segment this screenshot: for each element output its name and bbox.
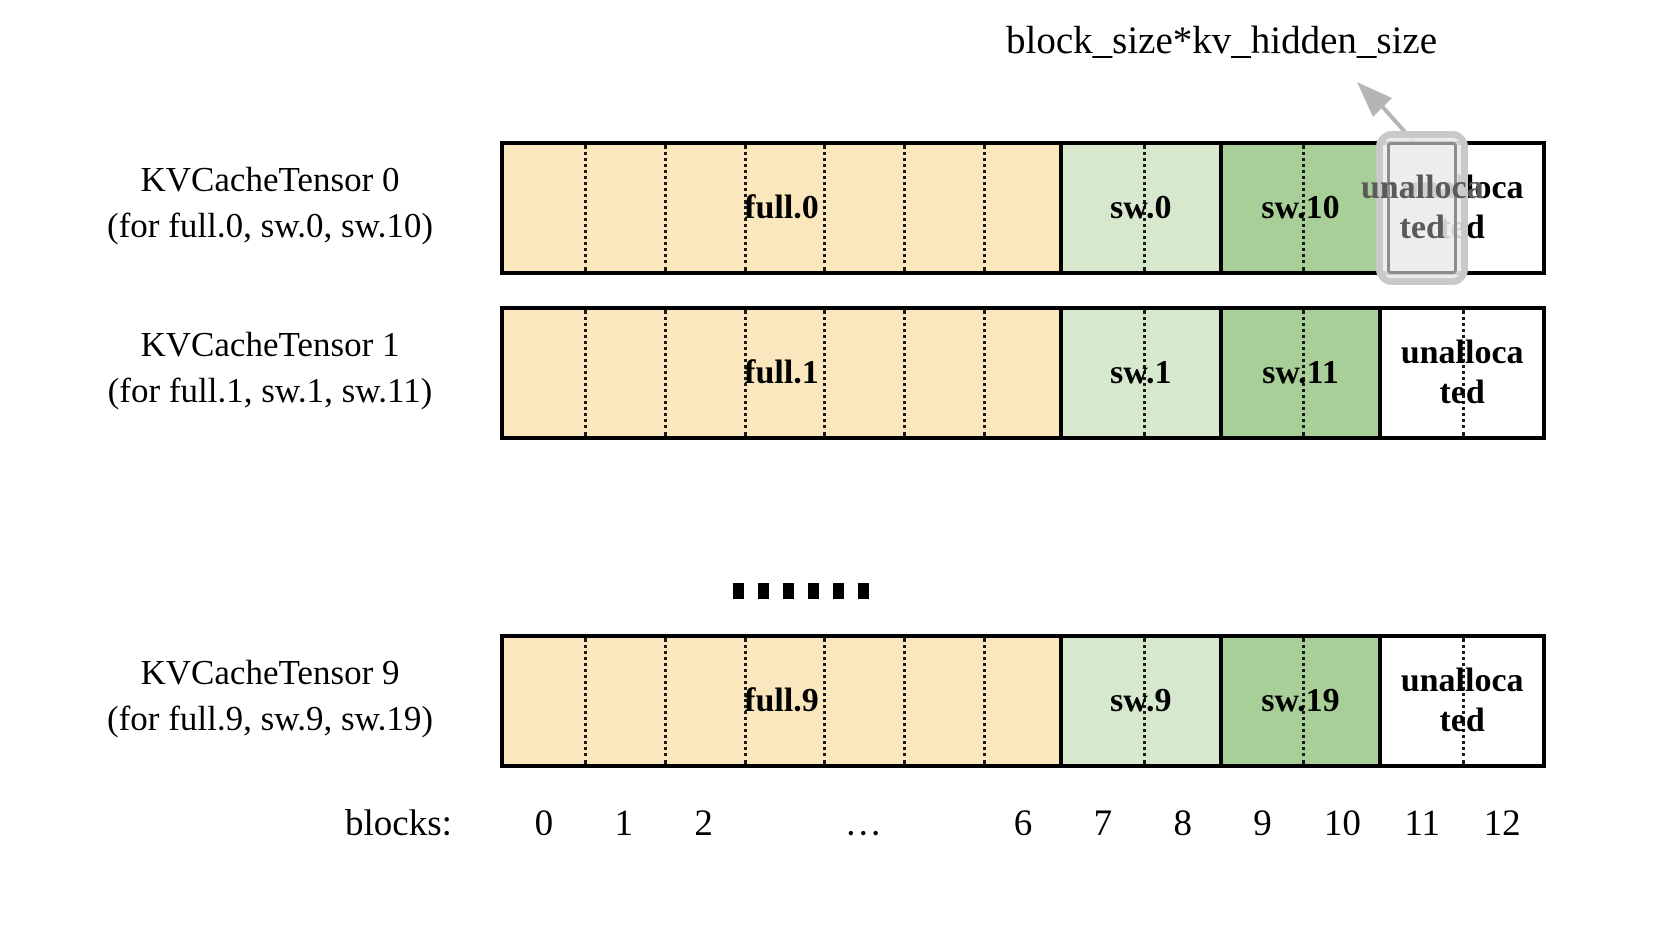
block-divider <box>583 310 587 436</box>
row-label-0: KVCacheTensor 0 (for full.0, sw.0, sw.10… <box>50 157 490 249</box>
segment-sw-11[interactable]: sw.11 <box>1222 310 1383 436</box>
block-divider <box>743 145 747 271</box>
segment-label: full.0 <box>744 189 819 226</box>
segment-full-9[interactable]: full.9 <box>504 638 1063 764</box>
segment-label: sw.0 <box>1110 189 1172 226</box>
segment-label: full.1 <box>744 354 819 391</box>
segment-label: sw.11 <box>1262 354 1339 391</box>
axis-tick-ellipsis: … <box>844 803 882 844</box>
block-divider <box>903 145 907 271</box>
block-divider <box>583 145 587 271</box>
block-divider <box>583 638 587 764</box>
block-divider <box>663 638 667 764</box>
segment-label: unalloca ted <box>1400 334 1524 411</box>
ellipsis-dot <box>808 583 819 599</box>
axis-tick-2: 2 <box>694 803 713 844</box>
row-label-1-line1: KVCacheTensor 1 <box>140 325 400 364</box>
axis-tick-11: 11 <box>1404 803 1441 844</box>
axis-tick-1: 1 <box>614 803 634 844</box>
block-divider <box>1302 310 1306 436</box>
block-divider <box>823 310 827 436</box>
block-divider <box>823 638 827 764</box>
block-divider <box>663 145 667 271</box>
block-divider <box>663 310 667 436</box>
row-label-0-line2: (for full.0, sw.0, sw.10) <box>107 206 433 245</box>
block-divider <box>1302 145 1306 271</box>
segment-sw-19[interactable]: sw.19 <box>1222 638 1383 764</box>
ellipsis-dot <box>858 583 869 599</box>
block-divider <box>743 638 747 764</box>
segment-sw-1[interactable]: sw.1 <box>1062 310 1223 436</box>
block-divider <box>983 310 987 436</box>
kvcachetensor-bar-1: full.1 sw.1 sw.11 unalloca ted <box>500 306 1546 440</box>
row-label-2-line1: KVCacheTensor 9 <box>140 653 400 692</box>
block-divider <box>823 145 827 271</box>
block-divider <box>1462 638 1466 764</box>
highlight-inner-border <box>1387 142 1458 274</box>
block-divider <box>743 310 747 436</box>
row-label-2-line2: (for full.9, sw.9, sw.19) <box>107 699 433 738</box>
ellipsis-dot <box>833 583 844 599</box>
segment-label: sw.1 <box>1110 354 1172 391</box>
block-divider <box>1142 310 1146 436</box>
segment-label: unalloca ted <box>1400 662 1524 739</box>
segment-label: full.9 <box>744 682 819 719</box>
segment-label: sw.19 <box>1261 682 1340 719</box>
ellipsis-dot <box>758 583 769 599</box>
block-divider <box>903 638 907 764</box>
block-divider <box>983 638 987 764</box>
block-divider <box>983 145 987 271</box>
highlight-box-block-11[interactable]: unalloca ted <box>1361 131 1484 285</box>
highlight-label: unalloca ted <box>1360 169 1484 246</box>
row-label-1-line2: (for full.1, sw.1, sw.11) <box>107 371 433 410</box>
annotation-label: block_size*kv_hidden_size <box>1006 19 1438 62</box>
row-label-1: KVCacheTensor 1 (for full.1, sw.1, sw.11… <box>50 322 490 414</box>
segment-label: sw.10 <box>1261 189 1340 226</box>
block-divider <box>1462 310 1466 436</box>
segment-label: sw.9 <box>1110 682 1172 719</box>
axis-tick-0: 0 <box>534 803 554 844</box>
axis-tick-6: 6 <box>1013 803 1033 844</box>
axis-tick-12: 12 <box>1483 803 1521 844</box>
block-divider <box>1142 145 1146 271</box>
axis-tick-7: 7 <box>1093 803 1113 844</box>
segment-full-1[interactable]: full.1 <box>504 310 1063 436</box>
ellipsis-indicator <box>733 583 869 599</box>
row-label-2: KVCacheTensor 9 (for full.9, sw.9, sw.19… <box>50 650 490 742</box>
segment-unalloca-ted[interactable]: unalloca ted <box>1382 310 1542 436</box>
segment-full-0[interactable]: full.0 <box>504 145 1063 271</box>
block-divider <box>1142 638 1146 764</box>
axis-tick-10: 10 <box>1323 803 1361 844</box>
axis-tick-9: 9 <box>1253 803 1272 844</box>
ellipsis-dot <box>733 583 744 599</box>
segment-sw-0[interactable]: sw.0 <box>1062 145 1223 271</box>
block-divider <box>903 310 907 436</box>
axis-tick-8: 8 <box>1173 803 1192 844</box>
segment-sw-9[interactable]: sw.9 <box>1062 638 1223 764</box>
row-label-0-line1: KVCacheTensor 0 <box>140 160 400 199</box>
kvcachetensor-bar-2: full.9 sw.9 sw.19 unalloca ted <box>500 634 1546 768</box>
axis-caption: blocks: <box>345 803 452 844</box>
block-divider <box>1302 638 1306 764</box>
ellipsis-dot <box>783 583 794 599</box>
segment-unalloca-ted[interactable]: unalloca ted <box>1382 638 1542 764</box>
